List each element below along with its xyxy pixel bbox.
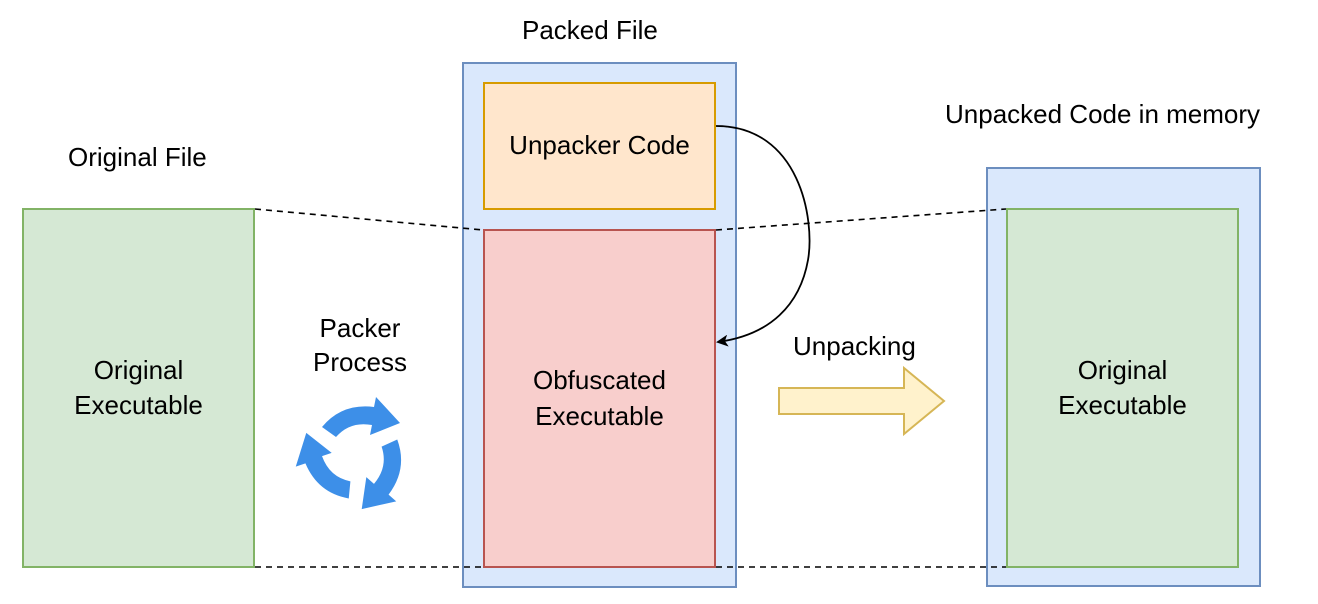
- obfuscated-executable-box: Obfuscated Executable: [483, 229, 716, 568]
- dashed-line-top-right: [715, 208, 1007, 231]
- dashed-line-top-left: [254, 208, 484, 231]
- block-arrow-right-icon: [778, 365, 946, 437]
- unpacker-code-box: Unpacker Code: [483, 82, 716, 210]
- original-file-label: Original File: [68, 142, 207, 172]
- unpacking-label: Unpacking: [793, 331, 916, 361]
- original-executable-box: Original Executable: [22, 208, 255, 568]
- unpacked-memory-label: Unpacked Code in memory: [945, 99, 1261, 129]
- packed-file-label: Packed File: [522, 15, 658, 45]
- recycle-arrows-icon: [295, 397, 402, 510]
- original-executable-box-right: Original Executable: [1006, 208, 1239, 568]
- packer-process-label: Packer Process: [313, 313, 407, 377]
